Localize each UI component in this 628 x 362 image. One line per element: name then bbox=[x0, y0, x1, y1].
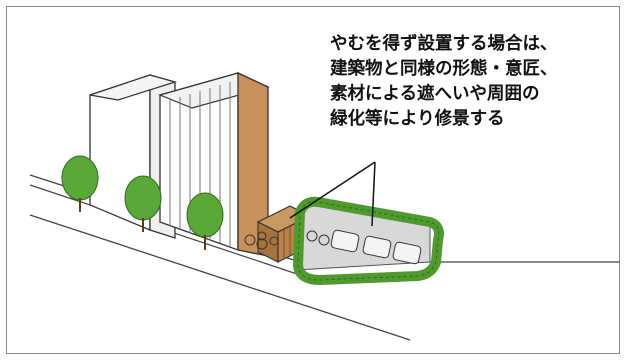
street-trees bbox=[61, 155, 224, 250]
annotation-line-2: 建築物と同様の形態・意匠、 bbox=[330, 59, 558, 79]
annotation-line-3: 素材による遮へいや周囲の bbox=[330, 84, 540, 104]
bicycles bbox=[244, 230, 330, 250]
annotation-leader-lines bbox=[289, 161, 376, 227]
parking-area bbox=[244, 196, 444, 285]
parked-car bbox=[330, 229, 422, 265]
annotation-line-1: やむを得ず設置する場合は、 bbox=[330, 34, 558, 54]
annotation-text: やむを得ず設置する場合は、 建築物と同様の形態・意匠、 素材による遮へいや周囲の… bbox=[330, 32, 620, 132]
annotation-line-4: 緑化等により修景する bbox=[330, 109, 505, 129]
street-edge-near bbox=[29, 214, 411, 341]
